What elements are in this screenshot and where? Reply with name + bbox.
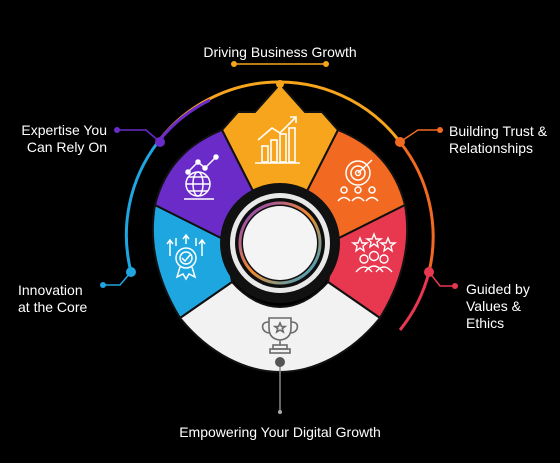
outer-arc-left bbox=[124, 141, 160, 273]
hub-center bbox=[243, 206, 317, 280]
label-innovation: Innovation at the Core bbox=[18, 282, 88, 315]
connector-top-dot-left bbox=[231, 61, 237, 67]
badge-arrows-icon bbox=[166, 233, 206, 281]
globe-chart-icon bbox=[184, 154, 219, 200]
connector-left bbox=[103, 271, 132, 286]
outer-arc-right bbox=[398, 141, 435, 273]
connector-top-right bbox=[399, 129, 440, 143]
connector-top-node bbox=[276, 80, 284, 88]
connector-bottom-end bbox=[278, 410, 282, 414]
connector-top-left-node bbox=[155, 137, 165, 147]
outer-arc-left-upper bbox=[156, 98, 211, 143]
rated-team-icon bbox=[350, 232, 398, 273]
outer-arc-right-lower bbox=[398, 271, 431, 331]
label-guided-by-values: Guided by Values & Ethics bbox=[466, 281, 530, 331]
label-driving-business-growth: Driving Business Growth bbox=[203, 44, 357, 60]
connector-right-node bbox=[424, 267, 434, 277]
connector-bottom-node bbox=[275, 357, 285, 367]
connector-top-dot-right bbox=[323, 61, 329, 67]
hub-gradient-ring bbox=[238, 201, 322, 285]
trophy-icon bbox=[261, 317, 299, 354]
label-building-trust: Building Trust & Relationships bbox=[449, 123, 548, 156]
label-expertise: Expertise You Can Rely On bbox=[21, 122, 107, 155]
connector-right-end bbox=[452, 283, 458, 289]
connector-left-node bbox=[126, 267, 136, 277]
target-team-icon bbox=[337, 159, 379, 202]
empower-segment[interactable] bbox=[178, 280, 382, 374]
connector-left-end bbox=[100, 282, 106, 288]
label-empowering-digital-growth: Empowering Your Digital Growth bbox=[179, 424, 381, 440]
bar-chart-growth-icon bbox=[255, 116, 300, 164]
connector-top-right-end bbox=[437, 127, 443, 133]
connectors bbox=[100, 61, 458, 414]
connector-right bbox=[428, 271, 455, 287]
connector-top-left bbox=[117, 129, 161, 143]
connector-top-left-end bbox=[114, 127, 120, 133]
connector-top-right-node bbox=[395, 137, 405, 147]
